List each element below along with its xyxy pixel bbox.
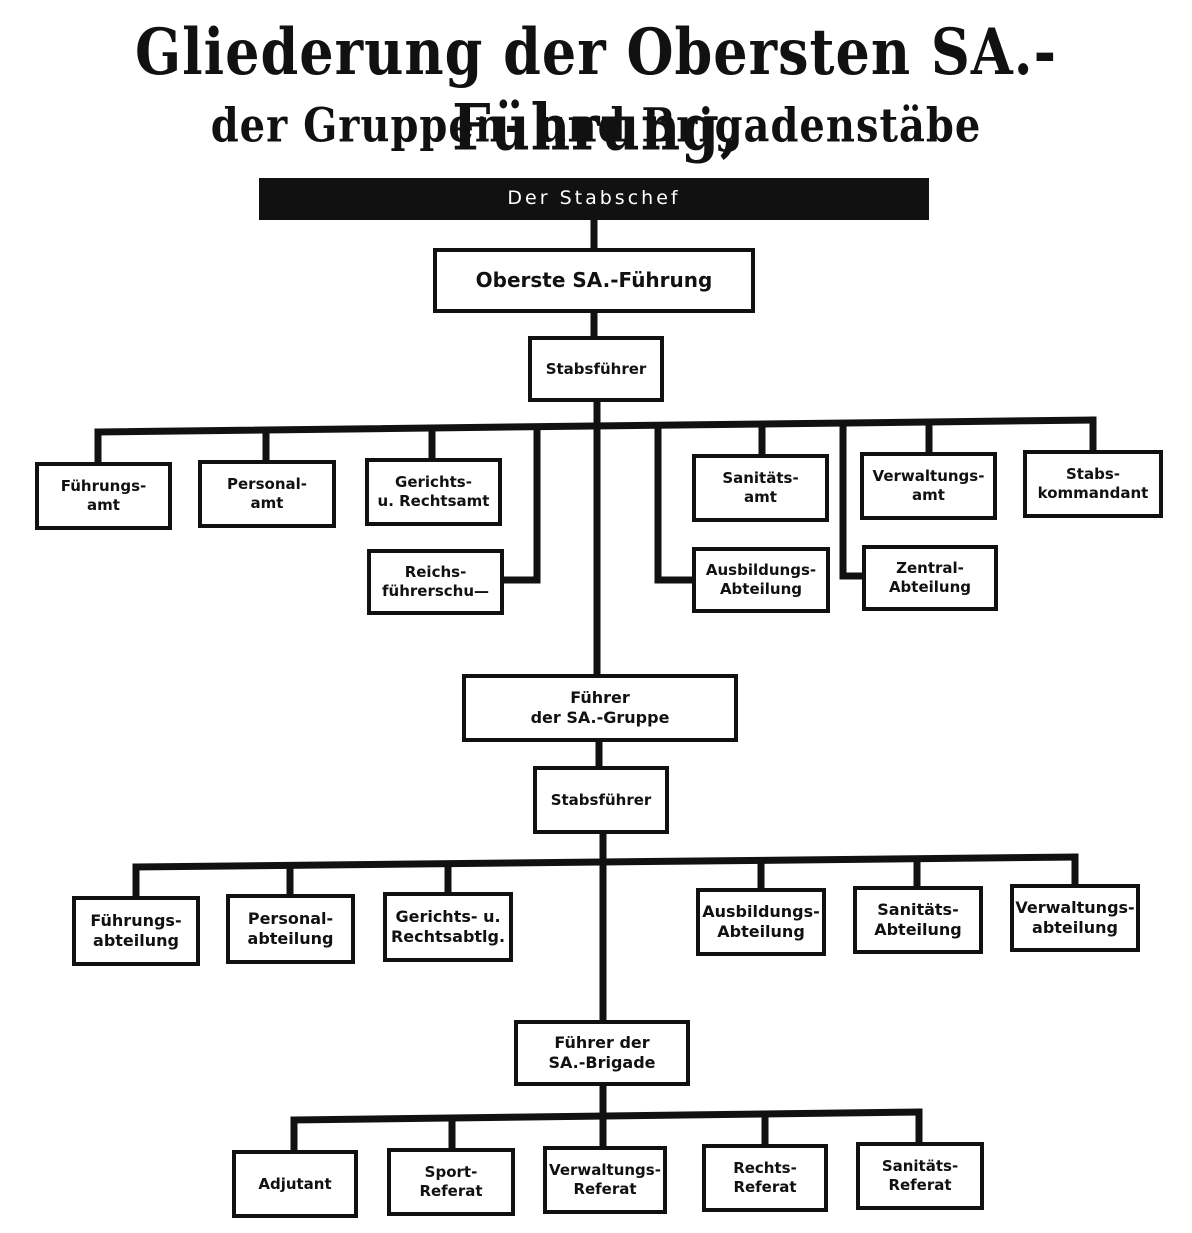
connector (839, 420, 866, 580)
connector (654, 422, 696, 584)
node-fuehrungsamt: Führungs- amt (35, 462, 172, 530)
node-sportreferat: Sport- Referat (387, 1148, 515, 1216)
node-fuehrer-sa-gruppe: Führer der SA.-Gruppe (462, 674, 738, 742)
node-verwaltungsreferat: Verwaltungs- Referat (543, 1146, 667, 1214)
node-fuehrer-sa-brigade: Führer der SA.-Brigade (514, 1020, 690, 1086)
node-personalabteilung: Personal- abteilung (226, 894, 355, 964)
chart-title: Gliederung der Obersten SA.-Führung, (135, 14, 1057, 166)
node-sanitaetsreferat: Sanitäts- Referat (856, 1142, 984, 1210)
node-personalamt: Personal- amt (198, 460, 336, 528)
node-adjutant: Adjutant (232, 1150, 358, 1218)
node-zentralabteilung: Zentral- Abteilung (862, 545, 998, 611)
node-ausbildungsabteilung-osaf: Ausbildungs- Abteilung (692, 547, 830, 613)
node-stabsfuehrer-gruppe: Stabsführer (533, 766, 669, 834)
title-block: Gliederung der Obersten SA.-Führung, der… (0, 0, 1192, 170)
node-gerichts-rechtsamt: Gerichts- u. Rechtsamt (365, 458, 502, 526)
connector (498, 424, 541, 584)
node-ausbildungsabteilung-gruppe: Ausbildungs- Abteilung (696, 888, 826, 956)
node-sanitaetsabteilung: Sanitäts- Abteilung (853, 886, 983, 954)
node-rechtsreferat: Rechts- Referat (702, 1144, 828, 1212)
connector (132, 853, 1079, 871)
node-fuehrungsabteilung: Führungs- abteilung (72, 896, 200, 966)
node-stabschef: Der Stabschef (259, 178, 929, 220)
node-stabskommandant: Stabs- kommandant (1023, 450, 1163, 518)
node-oberste-sa-fuehrung: Oberste SA.-Führung (433, 248, 755, 313)
node-stabsfuehrer-osaf: Stabsführer (528, 336, 664, 402)
node-reichsfuehrerschule: Reichs- führerschu— (367, 549, 504, 615)
node-gerichts-rechtsabteilung: Gerichts- u. Rechtsabtlg. (383, 892, 513, 962)
node-verwaltungsamt: Verwaltungs- amt (860, 452, 997, 520)
node-verwaltungsabteilung: Verwaltungs- abteilung (1010, 884, 1140, 952)
chart-subtitle: der Gruppen- und Brigadenstäbe (210, 98, 982, 154)
node-sanitaetsamt: Sanitäts- amt (692, 454, 829, 522)
